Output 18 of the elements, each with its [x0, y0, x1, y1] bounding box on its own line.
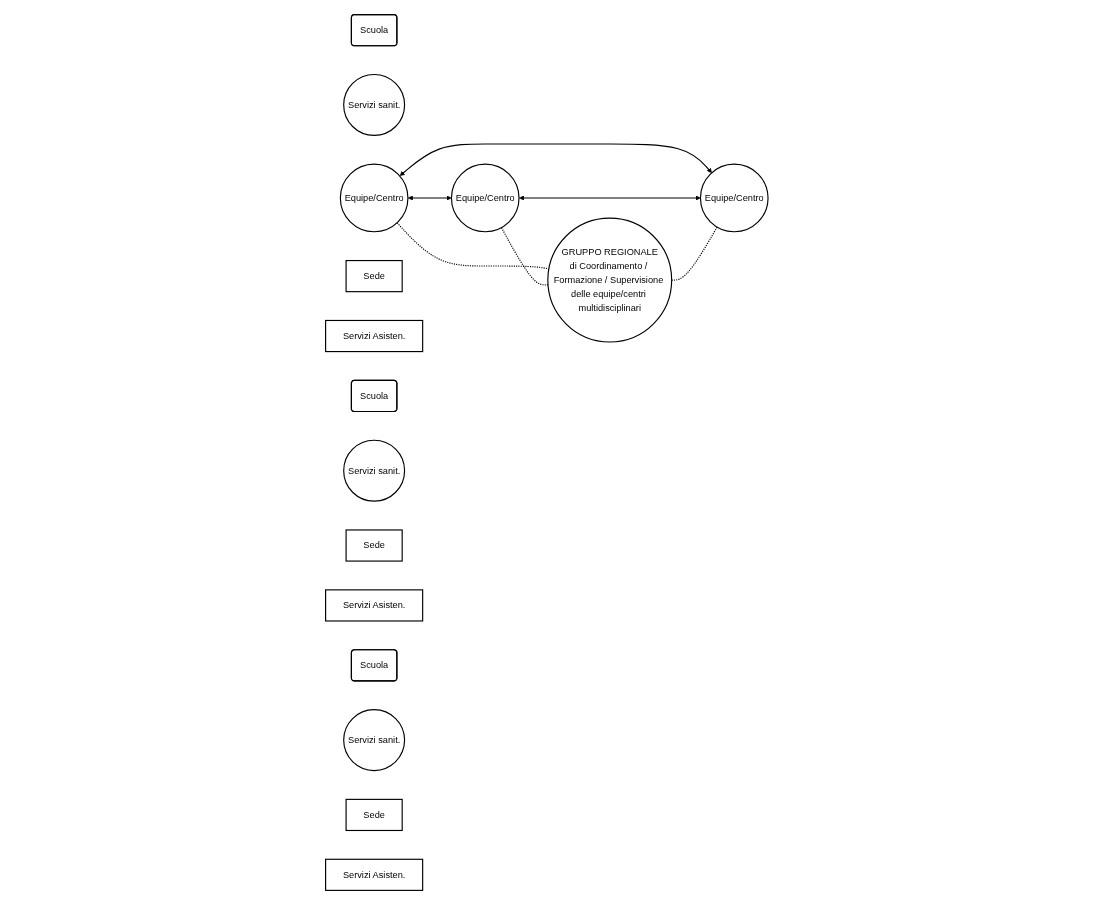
node-circle: Servizi sanit.: [343, 709, 406, 772]
connector: [396, 222, 550, 270]
node-box: Servizi Asisten.: [325, 858, 424, 891]
arrow: [408, 195, 452, 201]
node-box: Servizi Asisten.: [325, 589, 424, 622]
node-circle: Servizi sanit.: [343, 439, 406, 502]
node-box: Servizi Asisten.: [325, 319, 424, 353]
node-circle: Servizi sanit.: [343, 73, 406, 136]
node-box: Sede: [345, 798, 403, 832]
node-circle: GRUPPO REGIONALE di Coordinamento / Formazione / Supervisione delle equipe/centri multidisciplinari: [547, 217, 673, 343]
node-circle: Equipe/Centro: [700, 163, 769, 233]
connector: [671, 226, 718, 281]
node-box: Sede: [345, 260, 403, 293]
arrow: [519, 195, 701, 201]
node-box: Sede: [345, 529, 403, 562]
node-circle: Equipe/Centro: [339, 163, 409, 233]
node-circle: Equipe/Centro: [451, 163, 520, 233]
arrow: [399, 143, 713, 177]
